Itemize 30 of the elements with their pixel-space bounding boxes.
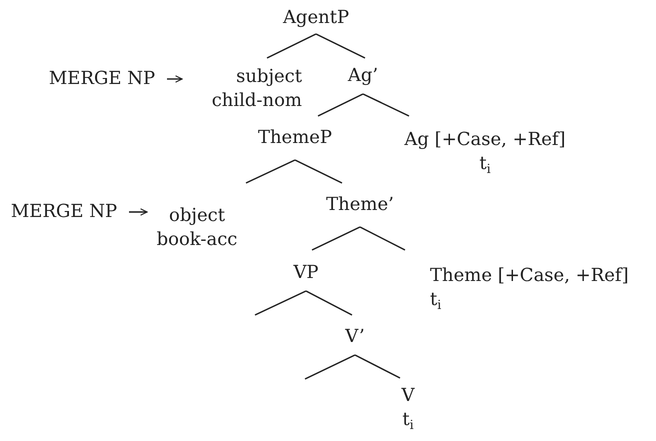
arrow [129,208,148,216]
trace-label: t$_{i}$ [402,408,414,432]
tree-branch-line [360,226,406,251]
node-label: MERGE NP [48,67,156,91]
tree-branch-line [306,290,352,316]
node-label: V’ [345,325,365,349]
node-label: subject child-nom [210,65,302,113]
node-label: VP [293,260,319,284]
tree-branch-line [294,159,342,184]
tree-branch-line [266,33,316,59]
node-label: Theme [+Case, +Ref] [430,264,629,288]
tree-branch-line [312,226,360,251]
node-label: ThemeP [258,126,332,150]
node-label: AgentP [282,6,350,30]
node-label: object book-acc [156,204,238,252]
tree-branch-line [304,354,356,380]
node-label: Ag [+Case, +Ref] [404,128,566,152]
tree-branch-line [246,159,296,184]
tree-branch-line [318,93,364,117]
node-label: Ag’ [348,64,378,88]
node-label: Theme’ [326,193,394,217]
node-label: V [402,384,414,408]
node-label: MERGE NP [10,200,118,224]
tree-branch-line [354,354,400,379]
trace-label: t$_{i}$ [479,152,491,176]
tree-branch-line [316,33,366,59]
trace-label: t$_{i}$ [430,288,442,312]
tree-branch-line [362,93,410,117]
arrow [167,75,183,83]
tree-branch-line [254,290,306,316]
